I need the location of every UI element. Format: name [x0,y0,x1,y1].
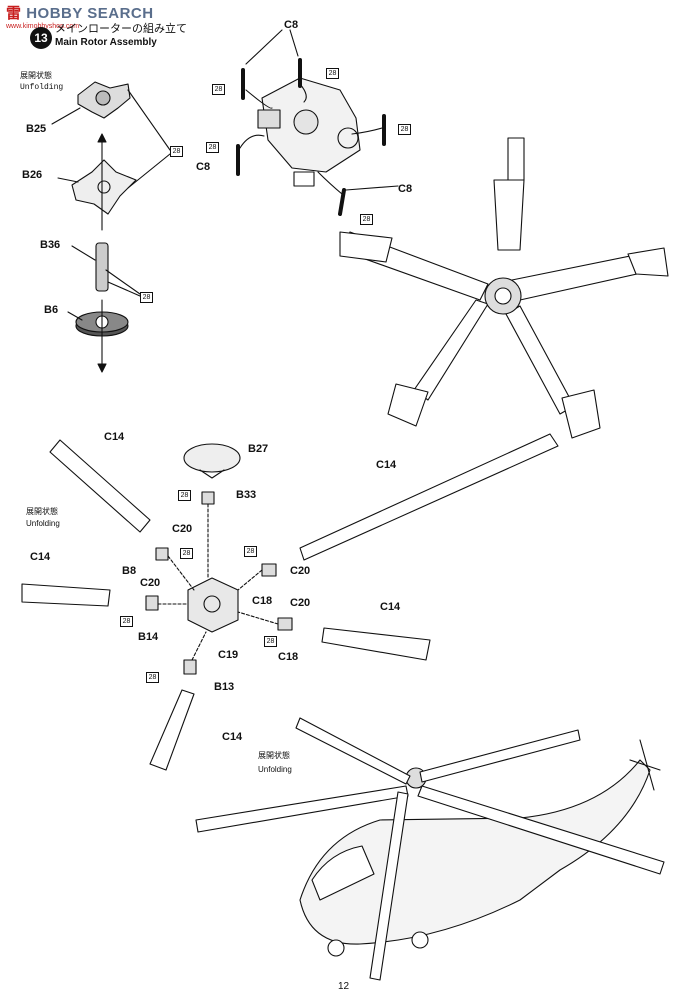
paint-code-badge: 28 [398,124,411,135]
unfold-label-jp: 展開状態 [26,507,58,516]
hub-b26 [71,159,137,215]
part-label-c14: C14 [104,431,125,443]
rotor-disc-b27 [183,443,241,479]
part-label-c19: C19 [218,649,239,661]
part-label-c18: C18 [252,595,273,607]
part-label-c20: C20 [290,565,311,577]
part-label-c14: C14 [30,551,51,563]
part-b33 [201,491,215,505]
rotor-hub-center [187,577,239,633]
watermark-brand: HOBBY SEARCH [26,5,154,22]
blade-c14-right [321,627,431,661]
paint-code-badge: 28 [120,616,133,627]
part-label-c14: C14 [380,601,401,613]
paint-code-badge: 28 [170,146,183,157]
part-label-c8: C8 [196,161,211,173]
paint-code-badge: 28 [264,636,277,647]
paint-code-badge: 28 [326,68,339,79]
step-number: 13 [30,27,52,49]
rotor-hub-exploded [236,29,399,216]
part-label-c14: C14 [376,459,397,471]
part-label-c18: C18 [278,651,299,663]
unfold-label-en: Unfolding [20,83,64,92]
part-label-b36: B36 [40,239,61,251]
part-label-b6: B6 [44,304,59,316]
unfold-label-jp: 展開状態 [20,71,52,80]
part-label-b33: B33 [236,489,257,501]
paint-code-badge: 28 [212,84,225,95]
part-label-c8: C8 [284,19,299,31]
paint-code-badge: 28 [244,546,257,557]
paint-code-badge: 28 [178,490,191,501]
part-label-c14: C14 [222,731,243,743]
part-label-c8: C8 [398,183,413,195]
shaft-b36 [95,242,109,292]
part-label-c20: C20 [290,597,311,609]
part-label-c20: C20 [140,577,161,589]
page-number: 12 [338,981,350,992]
part-label-b14: B14 [138,631,159,643]
paint-code-badge: 28 [180,548,193,559]
watermark: 雷 HOBBY SEARCH [6,6,154,21]
paint-code-badge: 28 [140,292,153,303]
watermark-logo: 雷 [6,5,22,22]
part-label-b26: B26 [22,169,43,181]
part-label-b25: B25 [26,123,47,135]
unfold-label-jp: 展開状態 [258,751,290,760]
step-title-en: Main Rotor Assembly [55,37,157,48]
rotor-assembled-folded [339,137,669,439]
unfold-label-en: Unfolding [258,765,292,774]
watermark-url: www.kimobbyshop.com [6,23,79,30]
blade-c14-left [21,583,111,607]
paint-code-badge: 28 [146,672,159,683]
part-label-b8: B8 [122,565,137,577]
helicopter-assembled [195,717,665,981]
unfold-label-en: Unfolding [26,519,60,528]
blade-c14-right-upper [299,433,559,561]
part-label-b27: B27 [248,443,269,455]
blade-c14-left-upper [49,439,151,533]
hub-b25 [77,81,131,119]
blade-c14-lower [149,689,195,771]
part-label-b13: B13 [214,681,235,693]
paint-code-badge: 28 [360,214,373,225]
step-title-jp: メインローターの組み立て [55,23,187,35]
paint-code-badge: 28 [206,142,219,153]
part-label-c20: C20 [172,523,193,535]
